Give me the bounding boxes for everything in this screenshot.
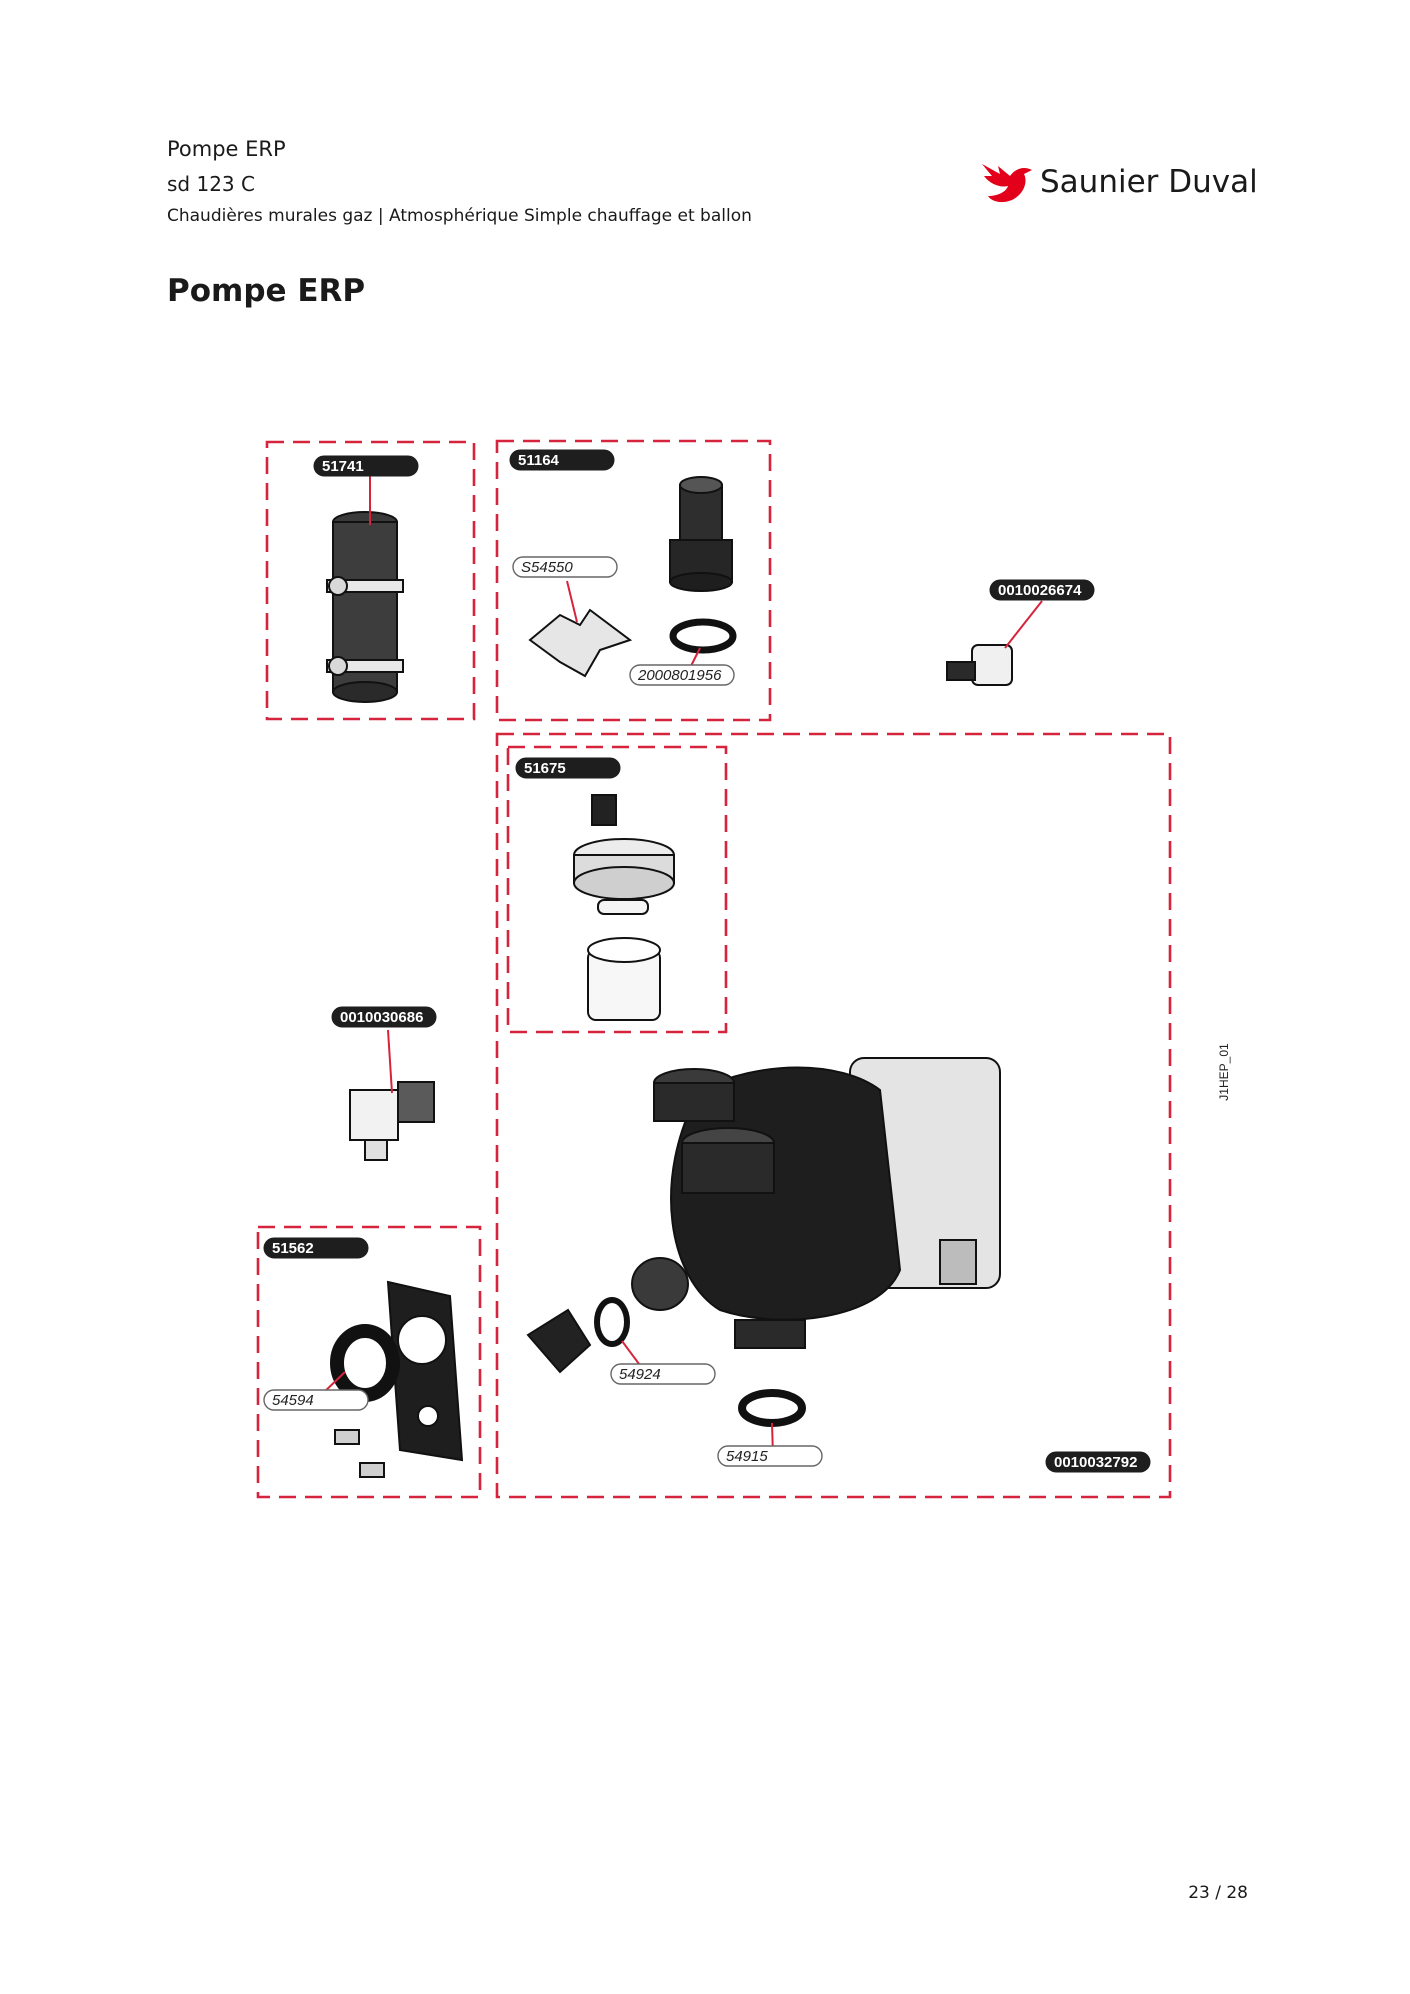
group-frame-51164: [495, 439, 772, 722]
group-label-51675: 51675: [515, 757, 621, 779]
header-subtitle: Chaudières murales gaz | Atmosphérique S…: [167, 206, 752, 226]
part-label-2000801956: 2000801956: [629, 664, 735, 686]
pump-body-icon: [631, 1057, 1001, 1349]
group-frame-51675: [506, 745, 728, 1034]
part-label-text: 54594: [272, 1392, 314, 1409]
part-label-text: 54915: [726, 1448, 768, 1465]
hose-part-icon: [326, 511, 404, 703]
group-label-text: 51741: [322, 458, 364, 475]
group-label-0010030686: 0010030686: [331, 1006, 437, 1028]
brand-logo: Saunier Duval: [978, 158, 1258, 208]
group-label-text: 0010032792: [1054, 1454, 1137, 1471]
part-label-text: 2000801956: [637, 667, 722, 684]
group-label-text: 51675: [524, 760, 566, 777]
group-frame-51562: [256, 1225, 482, 1499]
page-heading: Pompe ERP: [167, 273, 366, 309]
clip-part-icon: [528, 608, 633, 678]
group-label-text: 51164: [518, 452, 560, 469]
part-label-text: 54924: [619, 1366, 661, 1383]
part-label-54915: 54915: [717, 1445, 823, 1467]
o-ring-54924-icon: [594, 1297, 630, 1347]
group-label-0010032792: 0010032792: [1045, 1451, 1151, 1473]
threaded-fitting-icon: [669, 476, 733, 592]
group-label-0010026674: 0010026674: [989, 579, 1095, 601]
group-label-51741: 51741: [313, 455, 419, 477]
drawing-code: J1HEP_01: [1217, 1043, 1231, 1101]
page-number: 23 / 28: [1188, 1883, 1248, 1903]
group-label-51164: 51164: [509, 449, 615, 471]
brand-name: Saunier Duval: [1040, 164, 1258, 200]
group-frame-0010032792: [495, 732, 1172, 1499]
header-model: sd 123 C: [167, 172, 255, 196]
part-label-S54550: S54550: [512, 556, 618, 578]
part-label-54924: 54924: [610, 1363, 716, 1385]
bird-logo-icon: [982, 164, 1032, 203]
group-frame-51741: [265, 440, 476, 721]
group-label-text: 51562: [272, 1240, 314, 1257]
sensor-part-icon: [946, 644, 1013, 686]
group-label-51562: 51562: [263, 1237, 369, 1259]
header-title: Pompe ERP: [167, 137, 286, 161]
part-label-text: S54550: [521, 559, 573, 576]
group-label-text: 0010026674: [998, 582, 1082, 599]
flange-plate-icon: [330, 1280, 464, 1478]
part-label-54594: 54594: [263, 1389, 369, 1411]
electrical-connector-icon: [349, 1081, 435, 1161]
o-ring-54915-icon: [738, 1389, 806, 1427]
pump-head-part-icon: [573, 794, 675, 1021]
group-label-text: 0010030686: [340, 1009, 423, 1026]
pump-nut-icon: [526, 1308, 592, 1374]
o-ring-icon: [669, 618, 737, 654]
